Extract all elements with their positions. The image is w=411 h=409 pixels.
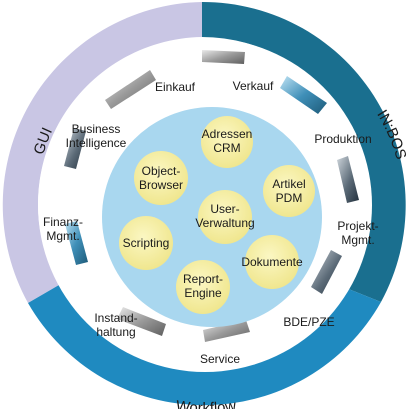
module-business-line1: Business [72,122,121,136]
core-adressen-line1: Adressen [202,127,253,141]
module-produktion: Produktion [314,132,371,146]
bubble-artikel-pdm [263,165,315,217]
workflow-ring-segment [28,285,381,406]
core-bubbles [119,116,315,314]
bde-block [311,250,342,294]
module-labels: Einkauf Verkauf Business Intelligence Pr… [43,79,379,366]
inbos-ring-segment [202,1,406,303]
core-labels: Adressen CRM Object- Browser Artikel PDM… [123,127,306,300]
core-adressen-line2: CRM [213,141,240,155]
instandhaltung-block [117,307,166,336]
module-instandhaltung-line2: haltung [96,325,135,339]
bubble-adressen-crm [201,116,253,168]
core-report-line2: Engine [184,286,222,300]
core-object-line1: Object- [142,164,181,178]
core-object-line2: Browser [139,178,183,192]
module-finanz-line1: Finanz- [43,215,83,229]
service-block [203,320,250,342]
produktion-block [280,76,327,114]
business-block [64,128,86,169]
finanz-block [65,221,88,265]
verkauf-block [202,50,245,64]
module-instandhaltung-line1: Instand- [94,311,137,325]
core-user-line2: Verwaltung [195,216,254,230]
core-artikel-line2: PDM [276,191,303,205]
core-dokumente: Dokumente [241,255,303,269]
core-report-line1: Report- [183,272,223,286]
bubble-scripting [119,216,173,270]
gui-ring-segment [2,2,202,303]
outer-ring [2,1,406,406]
bubble-report-engine [176,260,230,314]
module-service: Service [200,352,240,366]
workflow-label: Workflow [175,397,237,409]
einkauf-block [105,70,156,109]
projekt-block [337,156,359,203]
core-user-line1: User- [210,202,239,216]
module-einkauf: Einkauf [155,80,196,94]
module-blocks [64,50,359,342]
core-artikel-line1: Artikel [272,177,305,191]
module-bde-pze: BDE/PZE [283,315,334,329]
module-projekt-line1: Projekt- [337,219,378,233]
bubble-user-verwaltung [198,190,252,244]
module-business-line2: Intelligence [66,136,127,150]
module-verkauf: Verkauf [233,79,274,93]
bubble-dokumente [245,235,299,289]
core-scripting: Scripting [123,236,170,250]
module-finanz-line2: Mgmt. [46,229,79,243]
module-projekt-line2: Mgmt. [341,233,374,247]
bubble-object-browser [134,151,188,205]
